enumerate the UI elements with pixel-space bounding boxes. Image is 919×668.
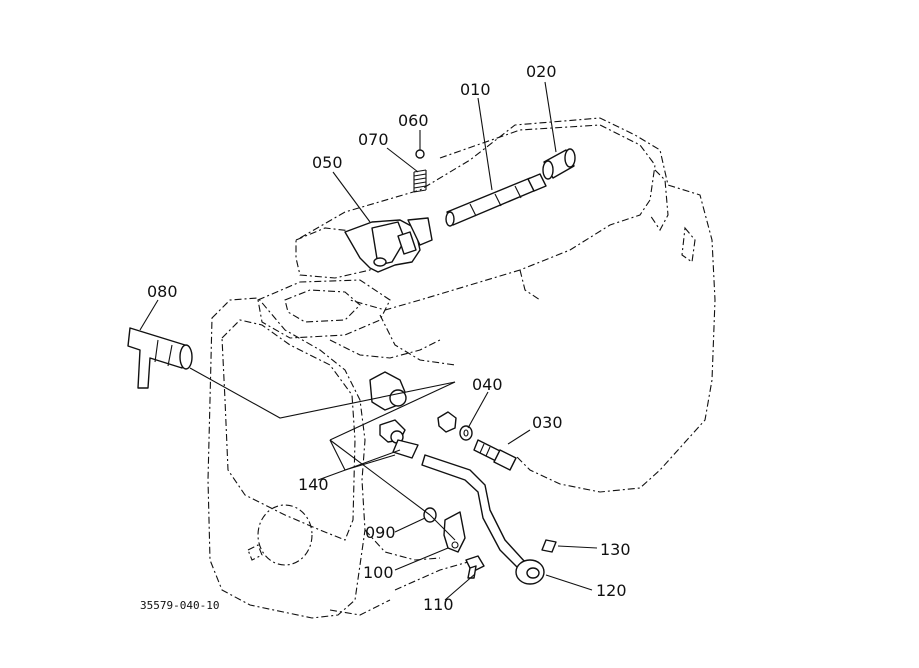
- part-040-washer: [459, 425, 473, 441]
- part-120-rod-end: [515, 559, 545, 585]
- callout-080: 080: [147, 282, 178, 301]
- part-010-shift-shaft: [445, 173, 547, 227]
- callout-090: 090: [365, 523, 396, 542]
- callout-070: 070: [358, 130, 389, 149]
- callout-040: 040: [472, 375, 503, 394]
- part-050-shift-fork: [344, 217, 433, 273]
- callout-010: 010: [460, 80, 491, 99]
- callout-020: 020: [526, 62, 557, 81]
- part-060-ball: [415, 149, 425, 159]
- part-100-bracket: [443, 511, 466, 553]
- callout-100: 100: [363, 563, 394, 582]
- part-070-spring: [413, 169, 427, 193]
- callout-labels: 020 010 060 070 050 080 040 030 140 090 …: [147, 62, 631, 614]
- callout-120: 120: [596, 581, 627, 600]
- drawing-reference-code: 35579-040-10: [140, 599, 219, 612]
- part-080-lever: [127, 327, 193, 389]
- callout-030: 030: [532, 413, 563, 432]
- transmission-housing: [207, 117, 716, 619]
- callout-140: 140: [298, 475, 329, 494]
- callout-110: 110: [423, 595, 454, 614]
- shifter-boss: [369, 371, 407, 444]
- part-130-pin: [541, 539, 557, 553]
- part-030-bolt: [473, 439, 517, 471]
- nut-part: [437, 411, 457, 433]
- part-020-bush: [542, 148, 576, 180]
- assembly-lines: [189, 367, 456, 541]
- callout-050: 050: [312, 153, 343, 172]
- callout-130: 130: [600, 540, 631, 559]
- callout-060: 060: [398, 111, 429, 130]
- leader-lines: [139, 81, 598, 601]
